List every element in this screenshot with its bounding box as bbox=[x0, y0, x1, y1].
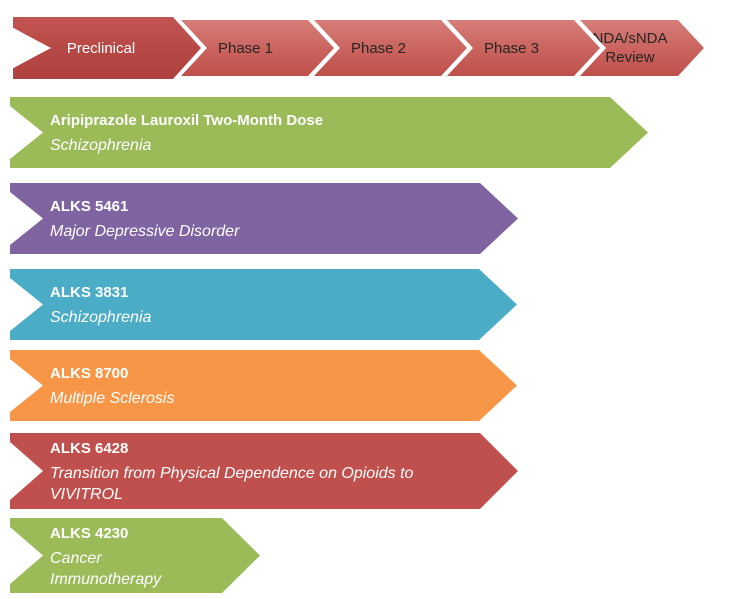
drug-name: ALKS 4230 bbox=[50, 524, 129, 542]
pipeline-arrow-alks-3831: ALKS 3831 Schizophrenia bbox=[10, 269, 517, 340]
stage-label-phase1: Phase 1 bbox=[217, 39, 274, 57]
drug-indication: Major Depressive Disorder bbox=[50, 223, 240, 240]
pipeline-arrow-alks-8700: ALKS 8700 Multiple Sclerosis bbox=[10, 350, 517, 421]
stage-label-phase3: Phase 3 bbox=[483, 39, 540, 57]
stage-chevron-preclinical-fill: Preclinical bbox=[13, 17, 201, 79]
drug-name: ALKS 5461 bbox=[50, 198, 129, 215]
pipeline-arrow-alks-6428: ALKS 6428 Transition from Physical Depen… bbox=[10, 433, 518, 509]
pipeline-arrow-alks-4230: ALKS 4230 Cancer Immunotherapy bbox=[10, 518, 260, 593]
drug-indication: Transition from Physical Dependence on O… bbox=[50, 465, 414, 503]
pipeline-arrow-aripiprazole-lauroxil: Aripiprazole Lauroxil Two-Month Dose Sch… bbox=[10, 97, 648, 168]
drug-name: Aripiprazole Lauroxil Two-Month Dose bbox=[50, 112, 324, 129]
stage-label-preclinical: Preclinical bbox=[66, 39, 136, 57]
drug-name: ALKS 8700 bbox=[50, 365, 129, 382]
stage-chevron-phase3: Phase 3 bbox=[444, 17, 603, 79]
stage-chevron-phase1: Phase 1 bbox=[178, 17, 337, 79]
drug-indication: Schizophrenia bbox=[50, 309, 152, 326]
stage-label-nda-review: NDA/sNDA Review bbox=[592, 30, 668, 66]
drug-indication: Schizophrenia bbox=[50, 137, 152, 154]
stage-chevron-phase2: Phase 2 bbox=[311, 17, 470, 79]
drug-indication: Cancer Immunotherapy bbox=[50, 549, 162, 588]
stage-chevron-preclinical: Preclinical bbox=[10, 14, 204, 82]
stage-label-phase2: Phase 2 bbox=[350, 39, 407, 57]
pipeline-arrow-alks-5461: ALKS 5461 Major Depressive Disorder bbox=[10, 183, 518, 254]
drug-name: ALKS 3831 bbox=[50, 284, 129, 301]
drug-indication: Multiple Sclerosis bbox=[50, 390, 175, 407]
drug-name: ALKS 6428 bbox=[50, 440, 129, 457]
